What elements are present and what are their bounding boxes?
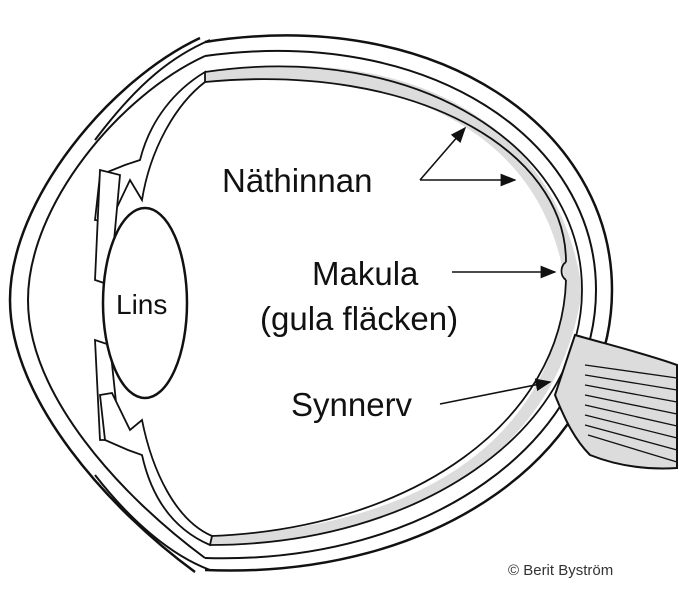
- retina-label: Näthinnan: [222, 164, 372, 197]
- macula-label: Makula: [312, 257, 418, 290]
- optic-nerve-label: Synnerv: [291, 388, 412, 421]
- retina-arrow-up: [420, 128, 465, 180]
- credit-text: © Berit Byström: [508, 563, 613, 578]
- lens-label: Lins: [116, 291, 167, 319]
- macula-sub-label: (gula fläcken): [260, 302, 458, 335]
- ciliary-body-lower: [100, 393, 212, 545]
- annotation-arrows: [420, 128, 555, 404]
